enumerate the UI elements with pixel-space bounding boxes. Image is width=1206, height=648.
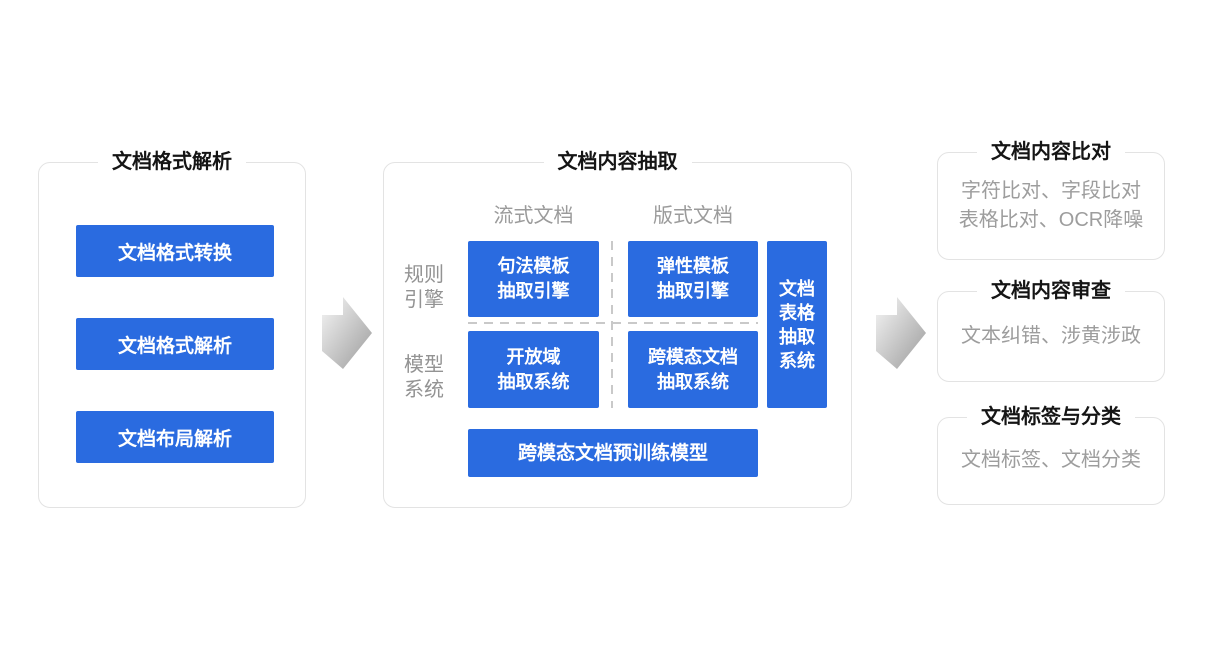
body-line: 表格比对、OCR降噪	[958, 209, 1144, 231]
row-label-line: 规则	[404, 264, 444, 286]
row-label-line: 系统	[404, 379, 444, 401]
block-label-line: 跨模态文档	[648, 346, 738, 367]
body-line: 文本纠错、涉黄涉政	[961, 325, 1141, 347]
panel-document-content-comparison: 文档内容比对 字符比对、字段比对 表格比对、OCR降噪	[937, 139, 1165, 260]
block-open-domain-extraction-system: 开放域 抽取系统	[468, 331, 599, 408]
block-label-line: 抽取引擎	[497, 281, 570, 301]
block-label-line: 文档	[779, 278, 815, 299]
panel-document-content-extraction: 文档内容抽取 流式文档 版式文档 规则 引擎 模型 系统 句法模板 抽取引擎 弹…	[383, 149, 852, 508]
divider-dashed-vertical	[611, 241, 613, 408]
block-elastic-template-extraction-engine: 弹性模板 抽取引擎	[628, 241, 758, 317]
panel-title-format-parsing: 文档格式解析	[98, 149, 246, 175]
block-layout-parsing: 文档布局解析	[76, 411, 274, 463]
row-label-model-system: 模型 系统	[404, 353, 444, 403]
panel-title-content-extraction: 文档内容抽取	[543, 149, 692, 175]
row-label-rule-engine: 规则 引擎	[404, 263, 444, 313]
block-format-conversion: 文档格式转换	[76, 225, 274, 277]
panel-title-tags-classification: 文档标签与分类	[967, 404, 1135, 430]
block-crossmodal-document-pretrain-model: 跨模态文档预训练模型	[468, 429, 758, 477]
panel-title-content-comparison: 文档内容比对	[977, 139, 1125, 165]
panel-document-tags-classification: 文档标签与分类 文档标签、文档分类	[937, 404, 1165, 505]
block-label-line: 句法模板	[497, 256, 570, 276]
panel-document-format-parsing: 文档格式解析 文档格式转换 文档格式解析 文档布局解析	[38, 149, 306, 508]
panel-body: 文档标签、文档分类	[938, 446, 1164, 475]
body-line: 字符比对、字段比对	[961, 180, 1141, 202]
panel-title-content-review: 文档内容审查	[977, 278, 1125, 304]
block-label-line: 弹性模板	[657, 256, 729, 276]
body-line: 文档标签、文档分类	[961, 449, 1141, 471]
block-label: 文档格式解析	[117, 335, 232, 357]
block-crossmodal-document-extraction-system: 跨模态文档 抽取系统	[628, 331, 758, 408]
flow-arrow-left-to-middle	[322, 297, 372, 369]
row-label-line: 模型	[404, 354, 444, 376]
panel-body: 文本纠错、涉黄涉政	[938, 322, 1164, 351]
block-label-line: 抽取	[779, 326, 815, 347]
block-label: 跨模态文档预训练模型	[517, 442, 708, 464]
column-label-fixed-layout-documents: 版式文档	[653, 205, 733, 227]
block-label-line: 抽取系统	[497, 371, 570, 392]
block-label-line: 抽取引擎	[657, 281, 729, 301]
block-label-line: 抽取系统	[657, 371, 729, 392]
block-label-line: 系统	[779, 350, 815, 371]
block-label-line: 表格	[779, 302, 815, 323]
block-format-parsing: 文档格式解析	[76, 318, 274, 370]
panel-document-content-review: 文档内容审查 文本纠错、涉黄涉政	[937, 278, 1165, 382]
block-document-table-extraction-system: 文档 表格 抽取 系统	[767, 241, 827, 408]
block-syntax-template-extraction-engine: 句法模板 抽取引擎	[468, 241, 599, 317]
flow-arrow-middle-to-right	[876, 297, 926, 369]
divider-dashed-horizontal	[468, 322, 758, 324]
block-label-line: 开放域	[506, 346, 561, 367]
row-label-line: 引擎	[404, 289, 444, 311]
column-label-stream-documents: 流式文档	[493, 205, 574, 227]
block-label: 文档布局解析	[117, 428, 232, 450]
panel-body: 字符比对、字段比对 表格比对、OCR降噪	[938, 177, 1164, 235]
block-label: 文档格式转换	[117, 242, 232, 264]
